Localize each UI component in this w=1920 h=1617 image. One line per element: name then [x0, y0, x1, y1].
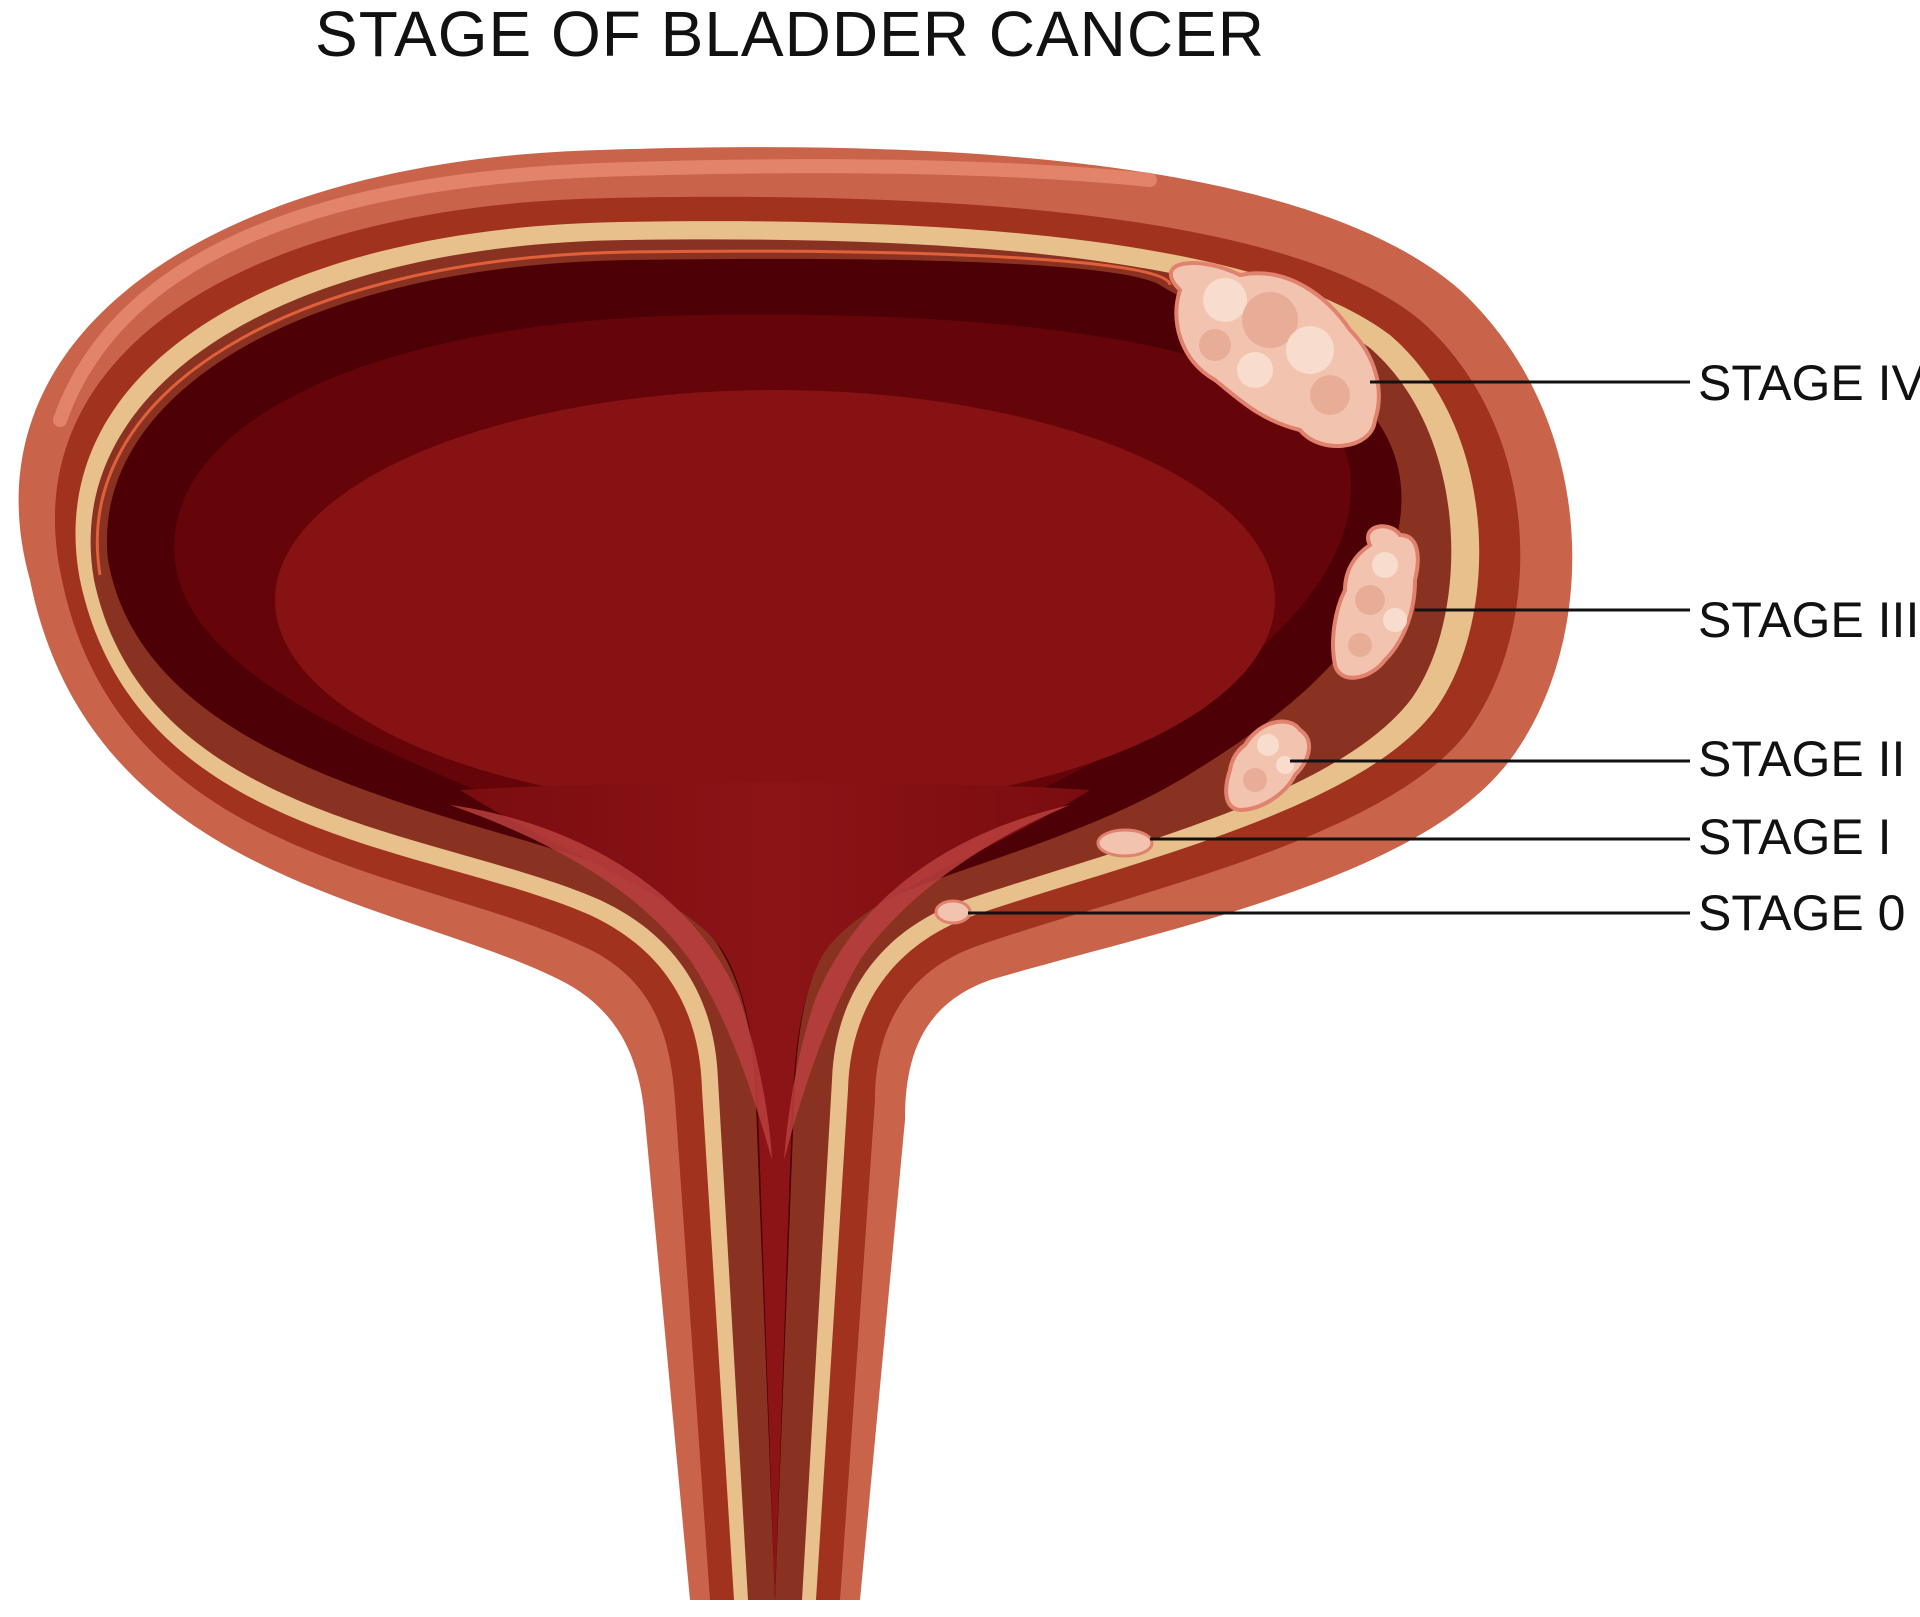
outer-wall-highlight: [53, 159, 1157, 427]
tumor-stage-iv: [1169, 261, 1381, 448]
label-stage-iii: STAGE III: [1698, 592, 1919, 648]
urethra-channel: [460, 782, 1090, 1600]
tumor-stage-i: [1096, 828, 1154, 858]
label-stage-ii: STAGE II: [1698, 731, 1905, 787]
mucosa-line: [95, 249, 1172, 576]
tumor-stage-ii: [1224, 719, 1311, 813]
label-stage-iv: STAGE IV: [1698, 355, 1920, 411]
label-stage-0: STAGE 0: [1698, 885, 1905, 941]
neck-fold-right: [784, 805, 1070, 1160]
label-stage-i: STAGE I: [1698, 809, 1892, 865]
tumor-stage-0: [934, 899, 972, 925]
lumen-center: [275, 390, 1275, 810]
tumor-stage-iii: [1331, 524, 1420, 680]
diagram-title: STAGE OF BLADDER CANCER: [315, 0, 1265, 70]
neck-fold-left: [450, 805, 772, 1160]
